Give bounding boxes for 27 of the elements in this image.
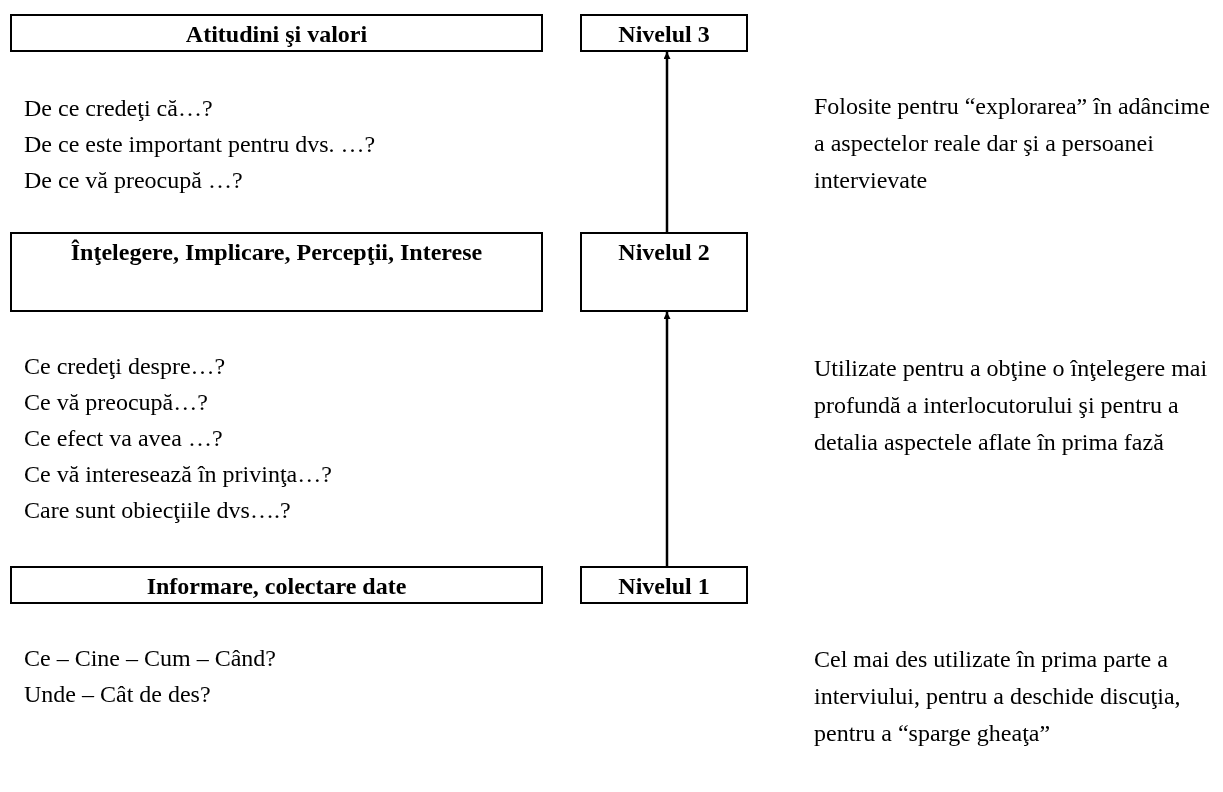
box-label: Nivelul 1: [618, 572, 710, 600]
level-box: [580, 232, 748, 312]
level-box: [10, 566, 543, 604]
level-box: [580, 14, 748, 52]
box-label: Informare, colectare date: [146, 572, 407, 600]
arrow: [663, 52, 671, 232]
question-text: Ce vă preocupă…?: [24, 388, 208, 417]
arrow: [663, 312, 671, 566]
box-label: Atitudini şi valori: [185, 20, 368, 48]
description-text: Folosite pentru “explorarea” în adâncime a aspectelor reale dar şi a persoanei intervievate: [814, 92, 1211, 195]
box-label: Nivelul 3: [618, 20, 710, 48]
box-label: Înţelegere, Implicare, Percepţii, Interese: [70, 238, 483, 266]
box-label: Nivelul 2: [618, 238, 710, 266]
question-text: Care sunt obiecţiile dvs….?: [24, 496, 291, 525]
level-box: [580, 566, 748, 604]
description-text: Cel mai des utilizate în prima parte a interviului, pentru a deschide discuţia, pentru a “sparge gheaţa”: [814, 645, 1182, 748]
question-text: Ce credeţi despre…?: [24, 352, 226, 381]
question-text: Ce – Cine – Cum – Când?: [24, 644, 276, 673]
description-text: Utilizate pentru a obţine o înţelegere mai profundă a interlocutorului şi pentru a detalia aspectele aflate în prima fază: [814, 354, 1209, 457]
question-text: De ce credeţi că…?: [24, 94, 213, 123]
question-text: Ce vă interesează în privinţa…?: [24, 460, 332, 489]
question-text: De ce vă preocupă …?: [24, 166, 243, 195]
question-text: De ce este important pentru dvs. …?: [24, 130, 376, 159]
question-text: Unde – Cât de des?: [24, 680, 211, 709]
level-box: [10, 232, 543, 312]
level-box: [10, 14, 543, 52]
question-text: Ce efect va avea …?: [24, 424, 223, 453]
